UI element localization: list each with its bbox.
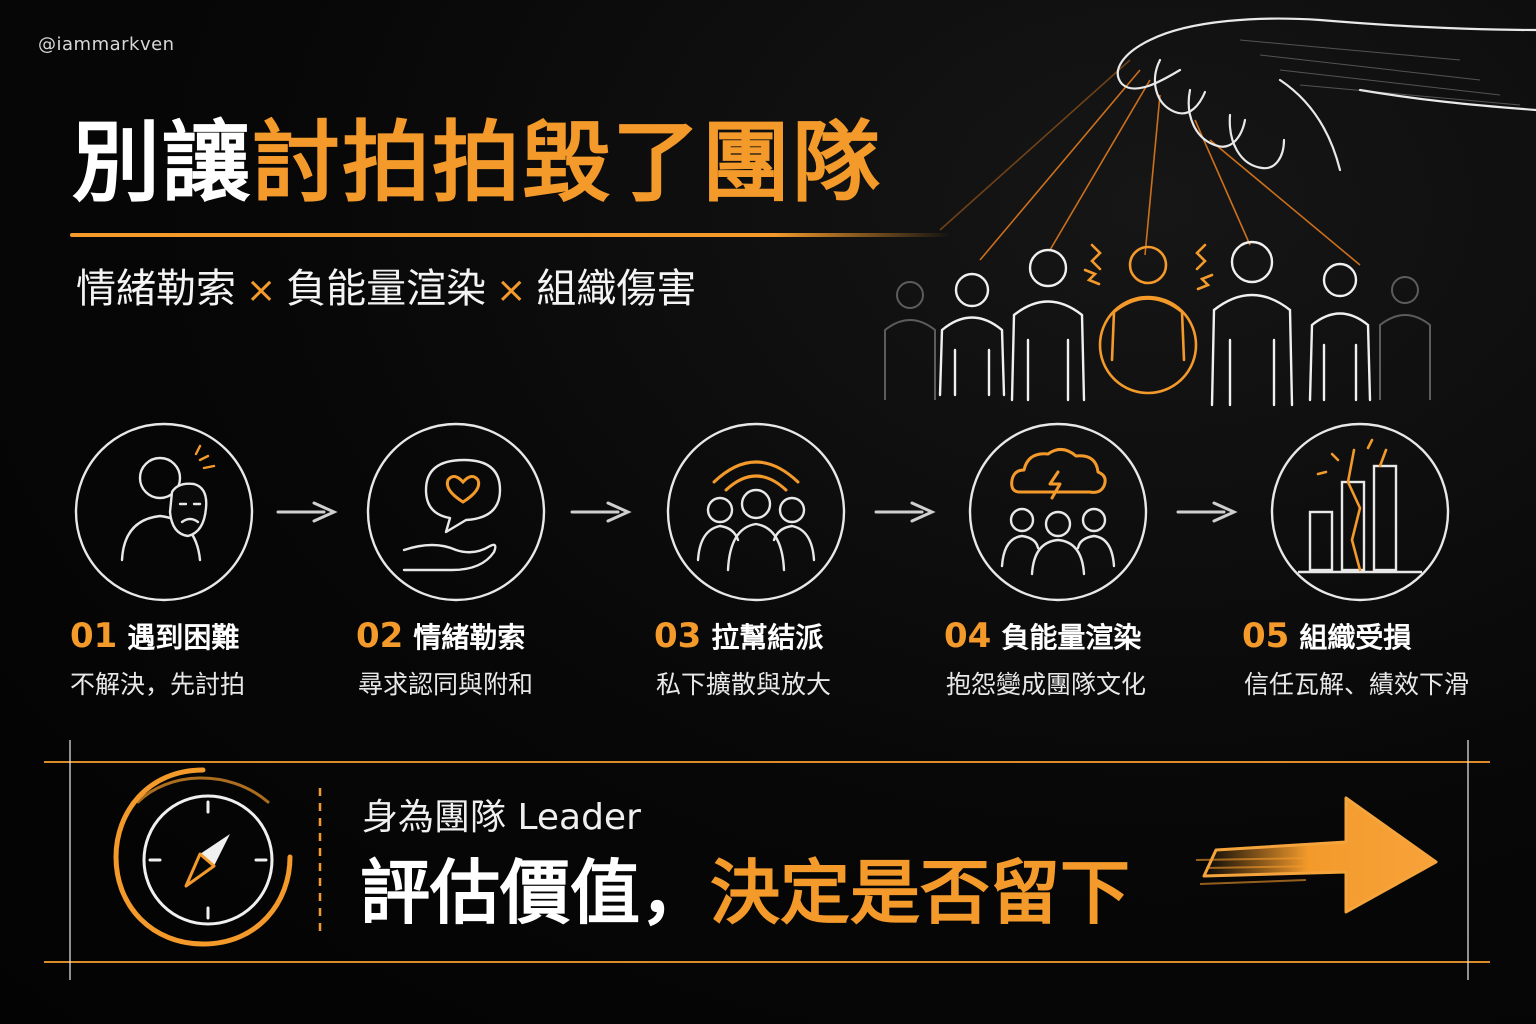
- step-4-desc: 抱怨變成團隊文化: [946, 670, 1147, 699]
- step-1-desc: 不解決，先討拍: [70, 670, 246, 699]
- step-4-label: 負能量渲染: [1001, 621, 1142, 654]
- subtitle-part-2: 負能量渲染: [286, 266, 487, 312]
- title-orange: 討拍拍毀了團隊: [252, 111, 883, 214]
- step-3-heading: 03 拉幫結派: [654, 616, 823, 658]
- flow-arrow-4: [1176, 501, 1238, 523]
- step-5-label: 組織受損: [1299, 621, 1412, 654]
- subtitle-separator-2: ×: [496, 270, 527, 311]
- cta-banner-frame: [44, 740, 1490, 980]
- banner-divider: [318, 788, 322, 938]
- author-handle: @iammarkven: [38, 34, 175, 55]
- step-1-label: 遇到困難: [127, 621, 240, 654]
- title-white: 別讓: [72, 111, 253, 214]
- cta-subtitle: 身為團隊 Leader: [362, 797, 641, 838]
- cta-headline: 評估價值，決定是否留下: [360, 850, 1130, 936]
- step-5-desc: 信任瓦解、績效下滑: [1244, 670, 1470, 699]
- compass-icon: [113, 767, 293, 947]
- step-4-number: 04: [944, 616, 992, 656]
- step-3-number: 03: [654, 616, 702, 656]
- group-broadcast-icon: [666, 422, 846, 602]
- step-2-label: 情緒勒索: [413, 621, 526, 654]
- step-2-number: 02: [356, 616, 404, 656]
- subtitle-separator-1: ×: [246, 270, 277, 311]
- subtitle-part-1: 情緒勒索: [76, 266, 236, 312]
- subtitle: 情緒勒索×負能量渲染×組織傷害: [76, 262, 696, 318]
- main-title: 別讓討拍拍毀了團隊: [72, 108, 882, 218]
- step-5-number: 05: [1242, 616, 1290, 656]
- heart-bubble-hand-icon: [366, 422, 546, 602]
- right-arrow-icon: [1196, 796, 1438, 914]
- step-2-heading: 02 情緒勒索: [356, 616, 525, 658]
- step-2-desc: 尋求認同與附和: [358, 670, 534, 699]
- flow-arrow-3: [874, 501, 936, 523]
- step-3-desc: 私下擴散與放大: [656, 670, 832, 699]
- flow-arrow-1: [276, 501, 338, 523]
- subtitle-part-3: 組織傷害: [536, 266, 697, 312]
- title-underline: [70, 233, 950, 237]
- cta-headline-orange: 決定是否留下: [710, 852, 1130, 934]
- puppet-hand-people-icon: [884, 17, 1536, 407]
- cta-headline-white: 評估價值，: [360, 852, 710, 934]
- flow-arrow-2: [570, 501, 632, 523]
- cracked-bar-chart-icon: [1270, 422, 1450, 602]
- step-4-heading: 04 負能量渲染: [944, 616, 1141, 658]
- masked-person-icon: [74, 422, 254, 602]
- step-3-label: 拉幫結派: [711, 621, 824, 654]
- step-5-heading: 05 組織受損: [1242, 616, 1411, 658]
- step-1-heading: 01 遇到困難: [70, 616, 239, 658]
- step-1-number: 01: [70, 616, 118, 656]
- storm-cloud-group-icon: [968, 422, 1148, 602]
